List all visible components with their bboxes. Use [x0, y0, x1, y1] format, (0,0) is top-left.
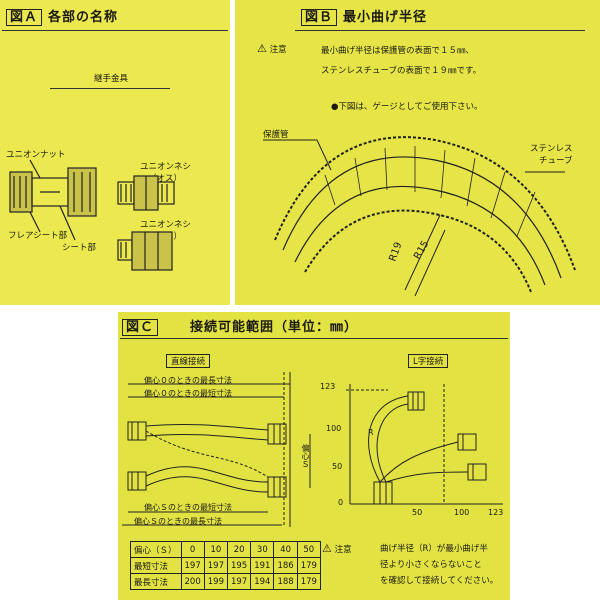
- joint-bracket-line: [50, 88, 170, 89]
- label-flare-seat: フレアシート部: [8, 231, 68, 241]
- l-x-tick-123: 123: [488, 508, 504, 517]
- panel-b-caution: ⚠ 注意: [257, 42, 287, 55]
- figure-c-label: 図Ｃ: [122, 319, 159, 336]
- table-row: 最短寸法 197 197 195 191 186 179: [130, 557, 321, 574]
- panel-b-header: 図Ｂ 最小曲げ半径: [301, 6, 428, 26]
- union-nut-drawing: [9, 159, 97, 241]
- table-cell: 197: [226, 573, 252, 590]
- label-seat: シート部: [62, 243, 97, 253]
- label-joint-fitting: 継手金具: [94, 74, 129, 84]
- l-y-tick-50: 50: [332, 462, 343, 471]
- table-cell: 197: [203, 557, 228, 574]
- l-connection-title: L字接続: [408, 354, 449, 368]
- label-min-at-s: 偏心Ｓのときの最短寸法: [144, 503, 232, 512]
- label-max-at-s: 偏心Ｓのときの最長寸法: [134, 517, 222, 526]
- table-offset: 40: [273, 541, 298, 558]
- table-offset: 20: [226, 541, 252, 558]
- label-r19: R19: [387, 241, 404, 263]
- table-cell: 179: [296, 557, 321, 574]
- l-y-tick-100: 100: [326, 424, 342, 433]
- caution-label-b: 注意: [269, 45, 287, 55]
- table-cell: 179: [296, 573, 321, 590]
- table-cell: 186: [273, 557, 298, 574]
- panel-b-note-3: ●下図は、ゲージとしてご使用下さい。: [331, 102, 483, 112]
- panel-c-note-1: 曲げ半径（R）が最小曲げ半: [380, 544, 488, 554]
- panel-c-divider: [120, 338, 508, 339]
- table-cell: 191: [250, 557, 275, 574]
- l-x-tick-100: 100: [454, 508, 470, 517]
- union-screw-male-drawing: [117, 175, 175, 211]
- label-r15: R15: [412, 239, 431, 262]
- panel-c-caution: ⚠ 注意: [322, 542, 352, 555]
- straight-connection-drawing: [122, 372, 311, 527]
- l-radius-label: R: [368, 428, 374, 437]
- l-y-tick-0: 0: [338, 498, 344, 507]
- panel-b-title: 最小曲げ半径: [343, 10, 428, 25]
- table-header-row: 偏心（Ｓ） 0 10 20 30 40 50: [130, 541, 321, 558]
- table-cell: 197: [180, 557, 205, 574]
- l-x-tick-50: 50: [412, 508, 423, 517]
- panel-c-header: 図Ｃ 接続可能範囲（単位：㎜）: [122, 316, 359, 336]
- table-offset: 50: [296, 541, 321, 558]
- label-union-screw-male: ユニオンネシ（オス）: [140, 162, 191, 184]
- warning-icon: ⚠: [257, 42, 267, 55]
- label-max-at-0: 偏心０のときの最長寸法: [144, 376, 232, 385]
- panel-a-title: 各部の名称: [48, 10, 119, 25]
- table-offset: 10: [203, 541, 228, 558]
- label-union-nut: ユニオンナット: [6, 150, 66, 160]
- bend-gauge-drawing: R19 R15: [263, 136, 576, 297]
- straight-connection-title: 直線接続: [166, 354, 211, 368]
- part-drawings: [9, 159, 175, 271]
- warning-icon: ⚠: [322, 542, 332, 555]
- union-screw-female-drawing: [117, 231, 173, 271]
- label-protective-tube: 保護管: [263, 130, 289, 140]
- panel-b-note-2: ステンレスチューブの表面で１９㎜です。: [321, 66, 482, 76]
- figure-a-label: 図Ａ: [6, 9, 43, 26]
- row-label-min: 最短寸法: [130, 557, 182, 574]
- label-min-at-0: 偏心０のときの最短寸法: [144, 389, 232, 398]
- table-cell: 200: [180, 573, 205, 590]
- panel-b-min-bend-radius: 図Ｂ 最小曲げ半径 ⚠ 注意 最小曲げ半径は保護管の表面で１５㎜、 ステンレスチュ…: [235, 0, 600, 305]
- panel-c-connection-range: 図Ｃ 接続可能範囲（単位：㎜） 直線接続 偏心０のときの最長寸法 偏心０のときの最…: [118, 312, 510, 600]
- l-connection-drawing: [346, 384, 503, 505]
- panel-b-divider: [295, 30, 585, 31]
- panel-a-divider: [2, 30, 228, 31]
- table-offset: 0: [180, 541, 205, 558]
- table-offset: 30: [250, 541, 275, 558]
- caution-label-c: 注意: [334, 545, 352, 555]
- table-row: 最長寸法 200 199 197 194 188 179: [130, 573, 321, 590]
- panel-b-note-1: 最小曲げ半径は保護管の表面で１５㎜、: [321, 46, 475, 56]
- panel-c-title: 接続可能範囲（単位：㎜）: [190, 320, 359, 335]
- l-y-tick-123: 123: [320, 382, 336, 391]
- label-offset-s: 偏心Ｓ: [301, 444, 310, 468]
- panel-c-note-2: 径より小さくならないこと: [380, 560, 482, 570]
- figure-b-label: 図Ｂ: [301, 9, 338, 26]
- row-label-max: 最長寸法: [130, 573, 182, 590]
- dimension-table: 偏心（Ｓ） 0 10 20 30 40 50 最短寸法 197 197 195 …: [130, 541, 321, 590]
- table-cell: 194: [250, 573, 275, 590]
- table-cell: 188: [273, 573, 298, 590]
- table-header-label: 偏心（Ｓ）: [130, 541, 182, 558]
- table-cell: 199: [203, 573, 228, 590]
- table-cell: 195: [226, 557, 252, 574]
- label-stainless-tube: ステンレスチューブ: [529, 144, 573, 166]
- panel-a-header: 図Ａ 各部の名称: [6, 6, 119, 26]
- panel-c-note-3: を確認して接続してください。: [380, 576, 499, 586]
